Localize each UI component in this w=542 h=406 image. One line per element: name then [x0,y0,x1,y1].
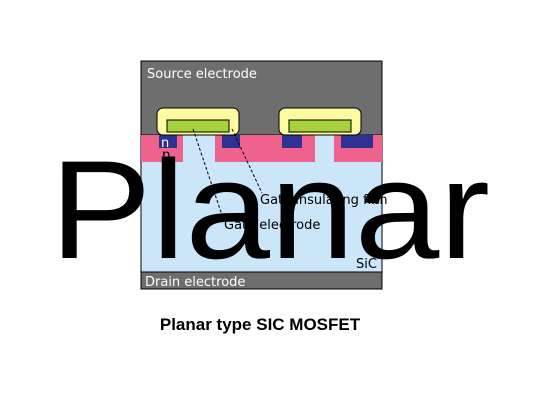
channel-gap-right [315,135,334,162]
drain-electrode-layer [140,271,383,290]
p-well-region-middle [215,150,315,162]
leader-line-insulating-film [231,128,263,194]
n-region-right [341,135,373,148]
gate-electrode-left [166,119,230,133]
gate-electrode-right [288,119,352,133]
p-region-label: p [162,148,170,163]
n-region-mid-left [222,135,240,148]
n-region-label: n [161,136,169,151]
p-well-region-right [334,150,382,162]
gate-electrode-label: Gate electrode [224,218,320,233]
n-region-mid-right [282,135,302,148]
channel-gap-left [183,135,215,162]
gate-insulating-film-label: Gate insulating film [260,193,388,208]
drain-electrode-label: Drain electrode [145,275,245,290]
diagram-caption: Planar type SIC MOSFET [159,315,361,334]
n-region-left [159,135,177,148]
leader-line-gate-electrode [192,128,225,222]
overlay-text: Planar [50,131,490,288]
source-electrode-label: Source electrode [147,67,257,82]
sic-label: SiC [356,257,377,272]
p-well-region-left [141,150,183,162]
